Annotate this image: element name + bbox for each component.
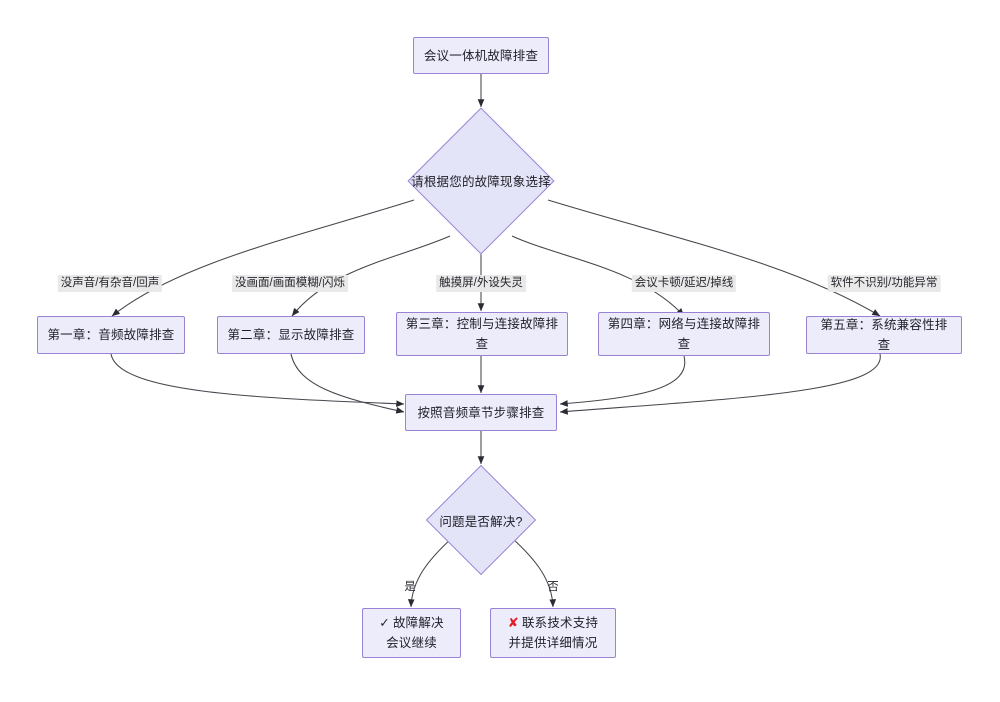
node-decision-resolved-label: 问题是否解决? bbox=[439, 514, 523, 529]
edge-ch2-to-merge bbox=[290, 353, 405, 414]
node-chapter-4[interactable]: 第四章：网络与连接故障排查 bbox=[598, 312, 770, 356]
edge-ch1-to-merge bbox=[110, 353, 405, 408]
result-success-content: ✓故障解决 会议继续 bbox=[363, 613, 460, 653]
node-decision-symptom-label: 请根据您的故障现象选择 bbox=[411, 175, 551, 189]
node-chapter-2[interactable]: 第二章：显示故障排查 bbox=[217, 316, 365, 354]
cross-mark-icon: ✘ bbox=[507, 615, 519, 630]
result-failure-text-1: 联系技术支持 bbox=[521, 616, 599, 630]
node-result-success[interactable]: ✓故障解决 会议继续 bbox=[362, 608, 461, 658]
node-chapter-1[interactable]: 第一章：音频故障排查 bbox=[37, 316, 185, 354]
edge-label-software: 软件不识别/功能异常 bbox=[827, 275, 941, 292]
result-success-line-1: ✓故障解决 bbox=[371, 613, 452, 633]
node-decision-resolved[interactable]: 问题是否解决? bbox=[417, 464, 545, 576]
node-start[interactable]: 会议一体机故障排查 bbox=[413, 37, 549, 74]
node-chapter-3-label: 第三章：控制与连接故障排查 bbox=[405, 317, 559, 351]
edge-ch5-to-merge bbox=[559, 353, 881, 415]
node-chapter-5-label: 第五章：系统兼容性排查 bbox=[820, 318, 948, 352]
check-mark-icon: ✓ bbox=[379, 616, 390, 630]
edge-decision-to-ch1 bbox=[111, 199, 415, 317]
edge-label-display: 没画面/画面模糊/闪烁 bbox=[232, 275, 348, 292]
result-failure-line-2: 并提供详细情况 bbox=[508, 636, 598, 650]
node-chapter-4-label: 第四章：网络与连接故障排查 bbox=[607, 317, 761, 351]
node-merge-steps-label: 按照音频章节步骤排查 bbox=[417, 405, 545, 420]
node-decision-symptom[interactable]: 请根据您的故障现象选择 bbox=[390, 106, 572, 255]
node-merge-steps[interactable]: 按照音频章节步骤排查 bbox=[405, 394, 557, 431]
node-chapter-1-label: 第一章：音频故障排查 bbox=[47, 328, 175, 342]
edge-label-yes: 是 bbox=[404, 581, 416, 593]
edge-label-network: 会议卡顿/延迟/掉线 bbox=[631, 275, 737, 292]
result-success-line-2: 会议继续 bbox=[386, 636, 437, 650]
result-failure-line-1: ✘联系技术支持 bbox=[499, 613, 607, 633]
edge-ch4-to-merge bbox=[559, 355, 686, 407]
node-result-failure[interactable]: ✘联系技术支持 并提供详细情况 bbox=[490, 608, 616, 658]
node-chapter-2-label: 第二章：显示故障排查 bbox=[227, 328, 355, 342]
node-chapter-5[interactable]: 第五章：系统兼容性排查 bbox=[806, 316, 962, 354]
node-chapter-3[interactable]: 第三章：控制与连接故障排查 bbox=[396, 312, 568, 356]
result-success-text-1: 故障解决 bbox=[392, 616, 444, 630]
edge-decision-to-ch5 bbox=[547, 199, 881, 317]
edge-label-audio: 没声音/有杂音/回声 bbox=[57, 275, 163, 292]
node-start-label: 会议一体机故障排查 bbox=[423, 48, 539, 63]
edge-label-control: 触摸屏/外设失灵 bbox=[436, 275, 526, 292]
result-failure-content: ✘联系技术支持 并提供详细情况 bbox=[491, 613, 615, 653]
edge-label-no: 否 bbox=[547, 581, 559, 593]
